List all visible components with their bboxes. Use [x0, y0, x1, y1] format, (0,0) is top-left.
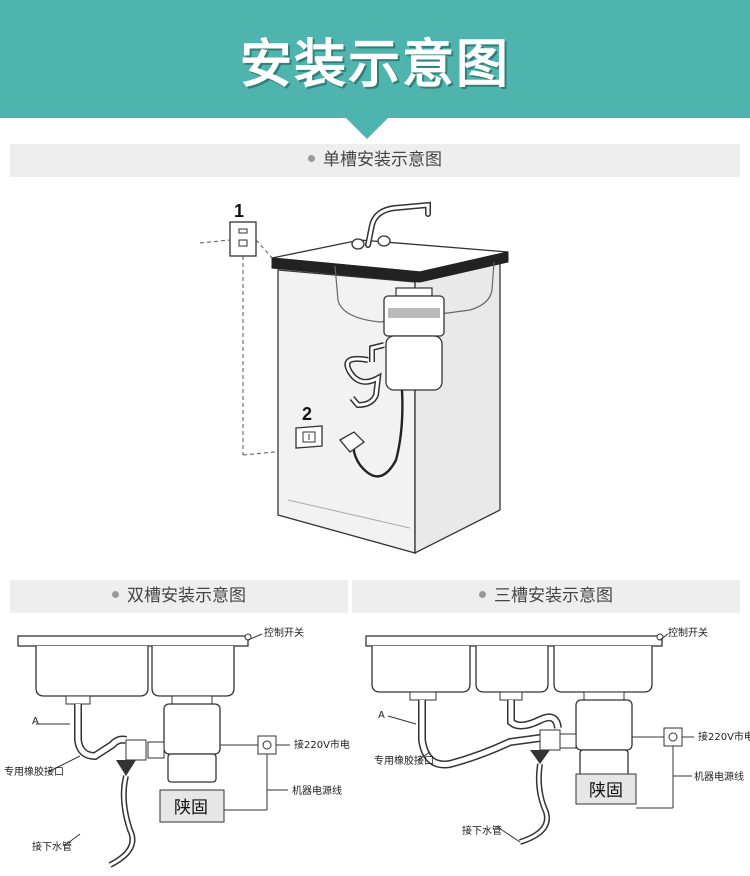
- label-a: A: [32, 716, 39, 727]
- control-switch-label: 控制开关: [668, 626, 708, 639]
- power-cord: [352, 389, 404, 478]
- sink-basin-3: [553, 646, 653, 693]
- brand-label: 陕固: [589, 781, 623, 801]
- rubber-joint-label: 专用橡胶接口: [4, 765, 64, 778]
- sink-basin-left: [35, 646, 149, 697]
- triple-sink-section-bar: 三槽安装示意图: [352, 580, 740, 613]
- countertop: [17, 635, 249, 647]
- double-sink-diagram: 陕固 控制开关 A 专用橡胶接口 接220V市电 机器电源线 接下水管: [4, 626, 350, 868]
- socket-icon: [257, 735, 277, 755]
- label-a: A: [378, 710, 385, 721]
- rubber-joint-label: 专用橡胶接口: [374, 754, 434, 767]
- single-sink-section-bar: 单槽安装示意图: [10, 144, 740, 177]
- countertop: [365, 635, 663, 647]
- power-220v-label: 接220V市电: [698, 730, 750, 743]
- marker-2: 2: [302, 404, 312, 424]
- power-cord-label: 机器电源线: [694, 770, 744, 783]
- drain-pipe-label: 接下水管: [462, 824, 502, 837]
- drain-pipe-label: 接下水管: [32, 840, 72, 853]
- sink-basin-right: [151, 646, 235, 697]
- wall-switch-icon: [229, 221, 257, 257]
- power-220v-label: 接220V市电: [294, 738, 350, 751]
- single-sink-diagram: 1 2: [199, 201, 509, 555]
- garbage-disposer: [163, 703, 221, 755]
- double-sink-section-bar: 双槽安装示意图: [10, 580, 348, 613]
- banner-notch: [345, 117, 389, 139]
- bullet-dot: [112, 590, 119, 598]
- triple-sink-diagram: 陕固 控制开关 A 专用橡胶接口 接220V市电 机器电源线 接下水管: [365, 626, 750, 845]
- double-sink-title: 双槽安装示意图: [127, 586, 246, 606]
- single-sink-title: 单槽安装示意图: [323, 150, 442, 170]
- faucet-icon: [365, 201, 431, 248]
- marker-1: 1: [234, 201, 244, 221]
- garbage-disposer: [575, 699, 633, 751]
- sink-basin-1: [371, 646, 471, 693]
- sink-basin-2: [475, 646, 549, 693]
- socket-icon: [663, 727, 683, 747]
- header-banner: [0, 0, 750, 118]
- control-switch-label: 控制开关: [264, 626, 304, 639]
- page-title: 安装示意图: [239, 35, 510, 95]
- bullet-dot: [308, 154, 315, 162]
- brand-label: 陕固: [174, 798, 208, 818]
- bullet-dot: [479, 590, 486, 598]
- plug-icon: [339, 431, 366, 453]
- triple-sink-title: 三槽安装示意图: [494, 586, 613, 606]
- drain-pipe-left: [74, 704, 127, 761]
- power-cord-label: 机器电源线: [292, 784, 342, 797]
